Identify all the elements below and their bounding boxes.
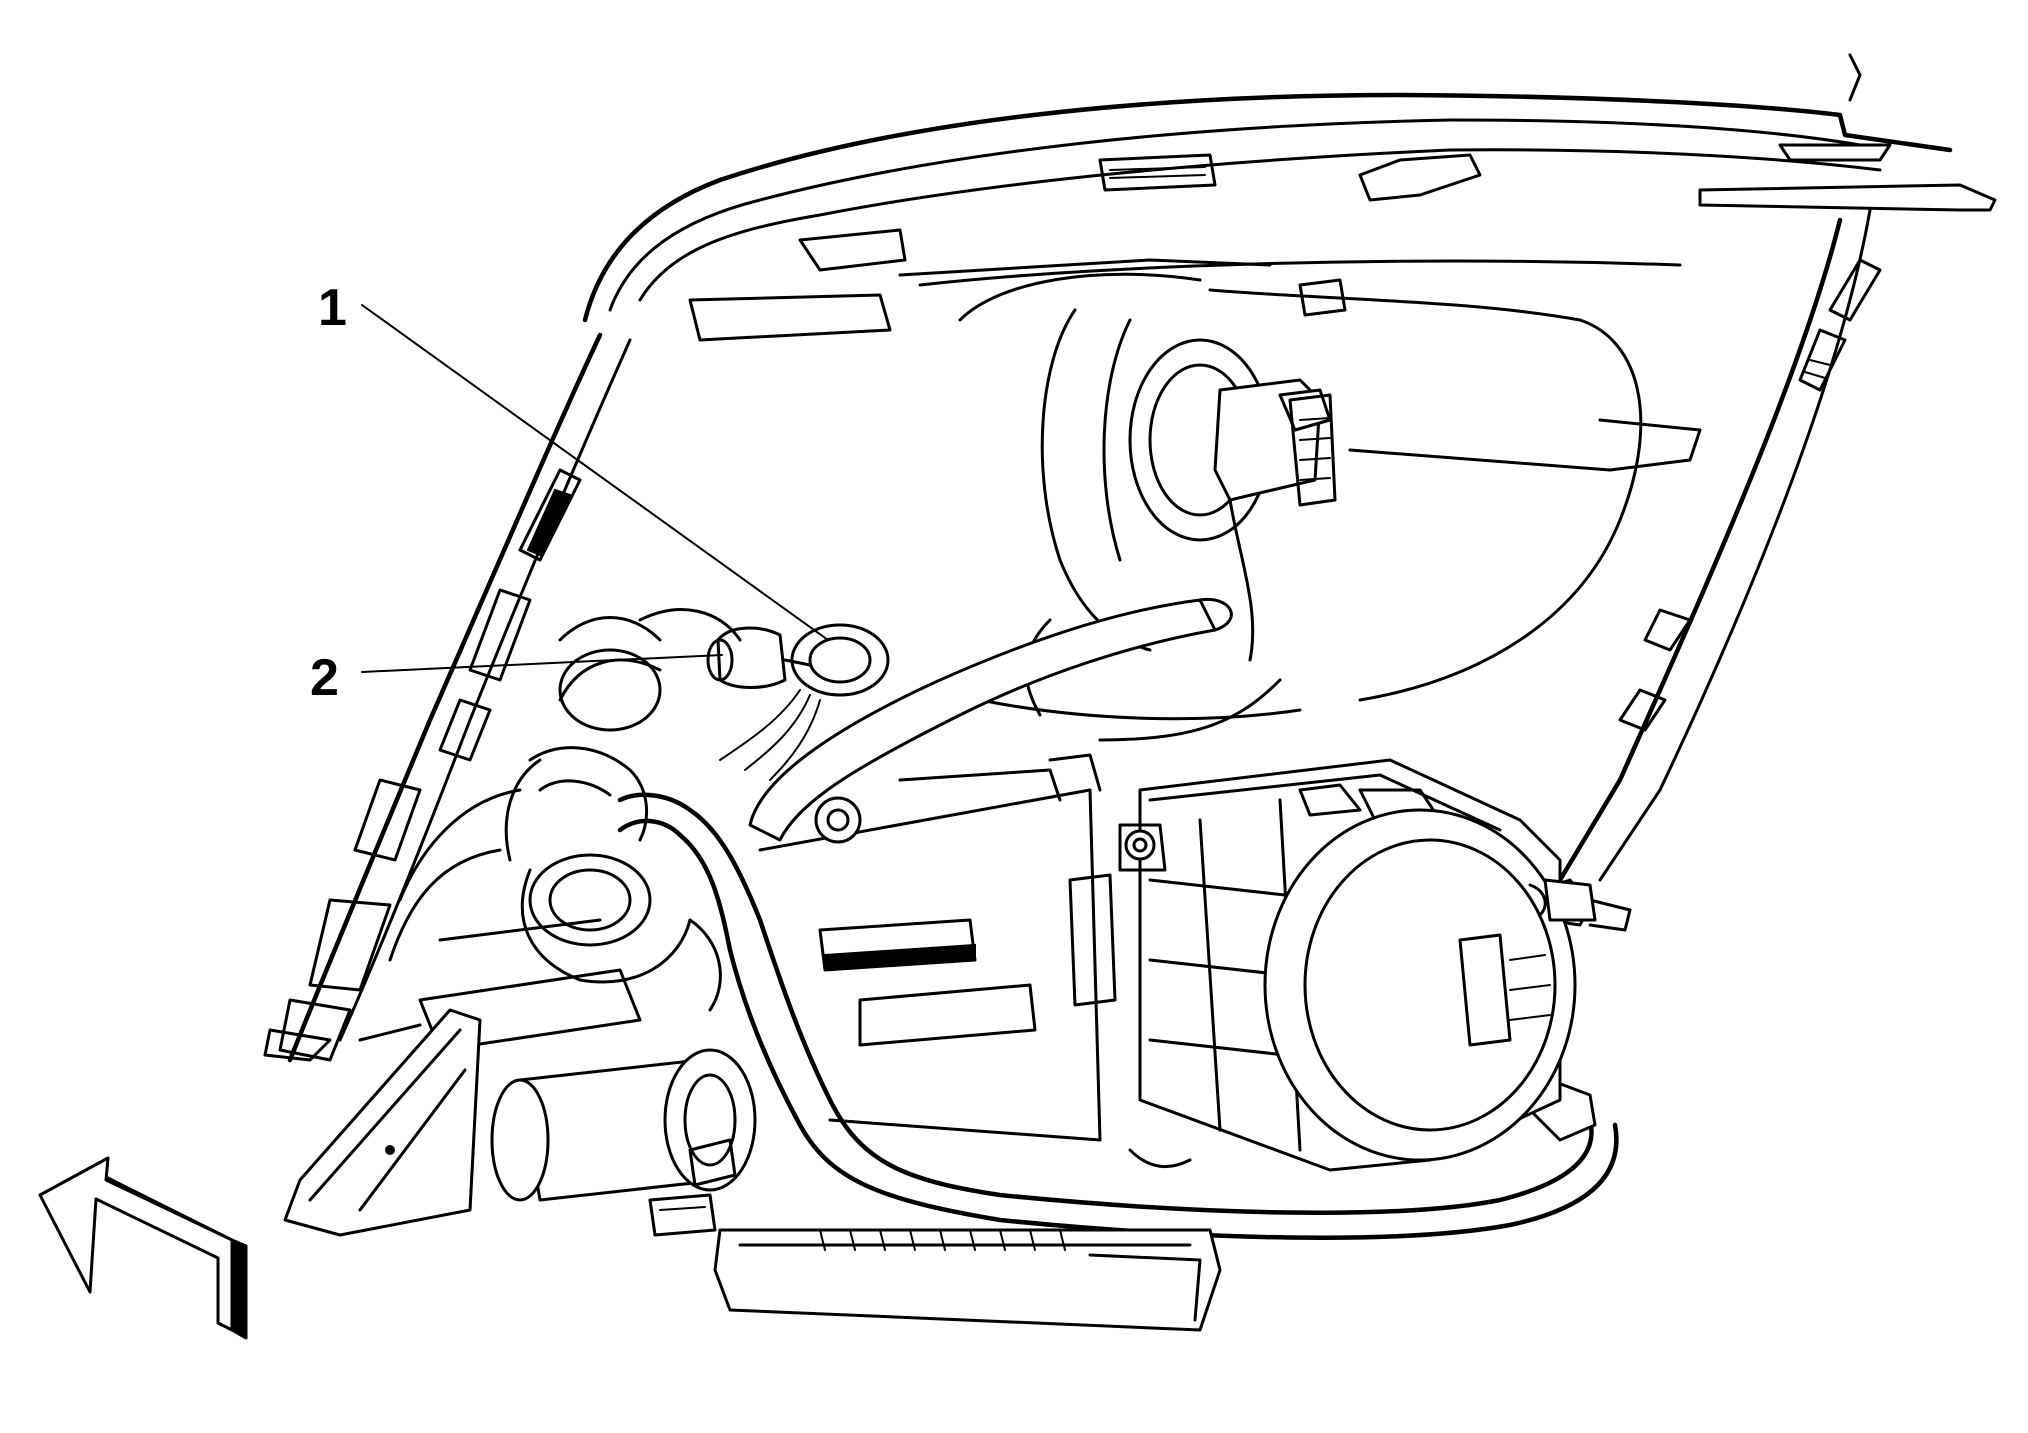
turn-signal-socket	[558, 608, 890, 781]
left-mounting-bracket	[283, 1008, 482, 1237]
housing-bottom-base	[713, 1148, 1222, 1332]
wiring-harness	[388, 597, 1619, 1240]
callout-label-1: 1	[318, 279, 347, 337]
callout-label-2: 2	[310, 649, 339, 707]
callout-leaders	[361, 304, 829, 673]
housing-left-wall	[263, 332, 632, 1063]
leader-line-1	[361, 304, 829, 641]
high-beam-socket	[1040, 308, 1337, 662]
housing-right-wall	[1538, 208, 1882, 932]
reflector-bowl	[958, 272, 1702, 742]
housing-top-rim	[582, 53, 1997, 342]
leveling-actuator	[490, 1048, 757, 1237]
low-beam-socket	[418, 853, 722, 1052]
direction-arrow-icon	[38, 1156, 248, 1340]
leader-line-2	[361, 654, 723, 673]
housing-center-body	[758, 753, 1102, 1142]
projector-module	[1068, 758, 1597, 1172]
